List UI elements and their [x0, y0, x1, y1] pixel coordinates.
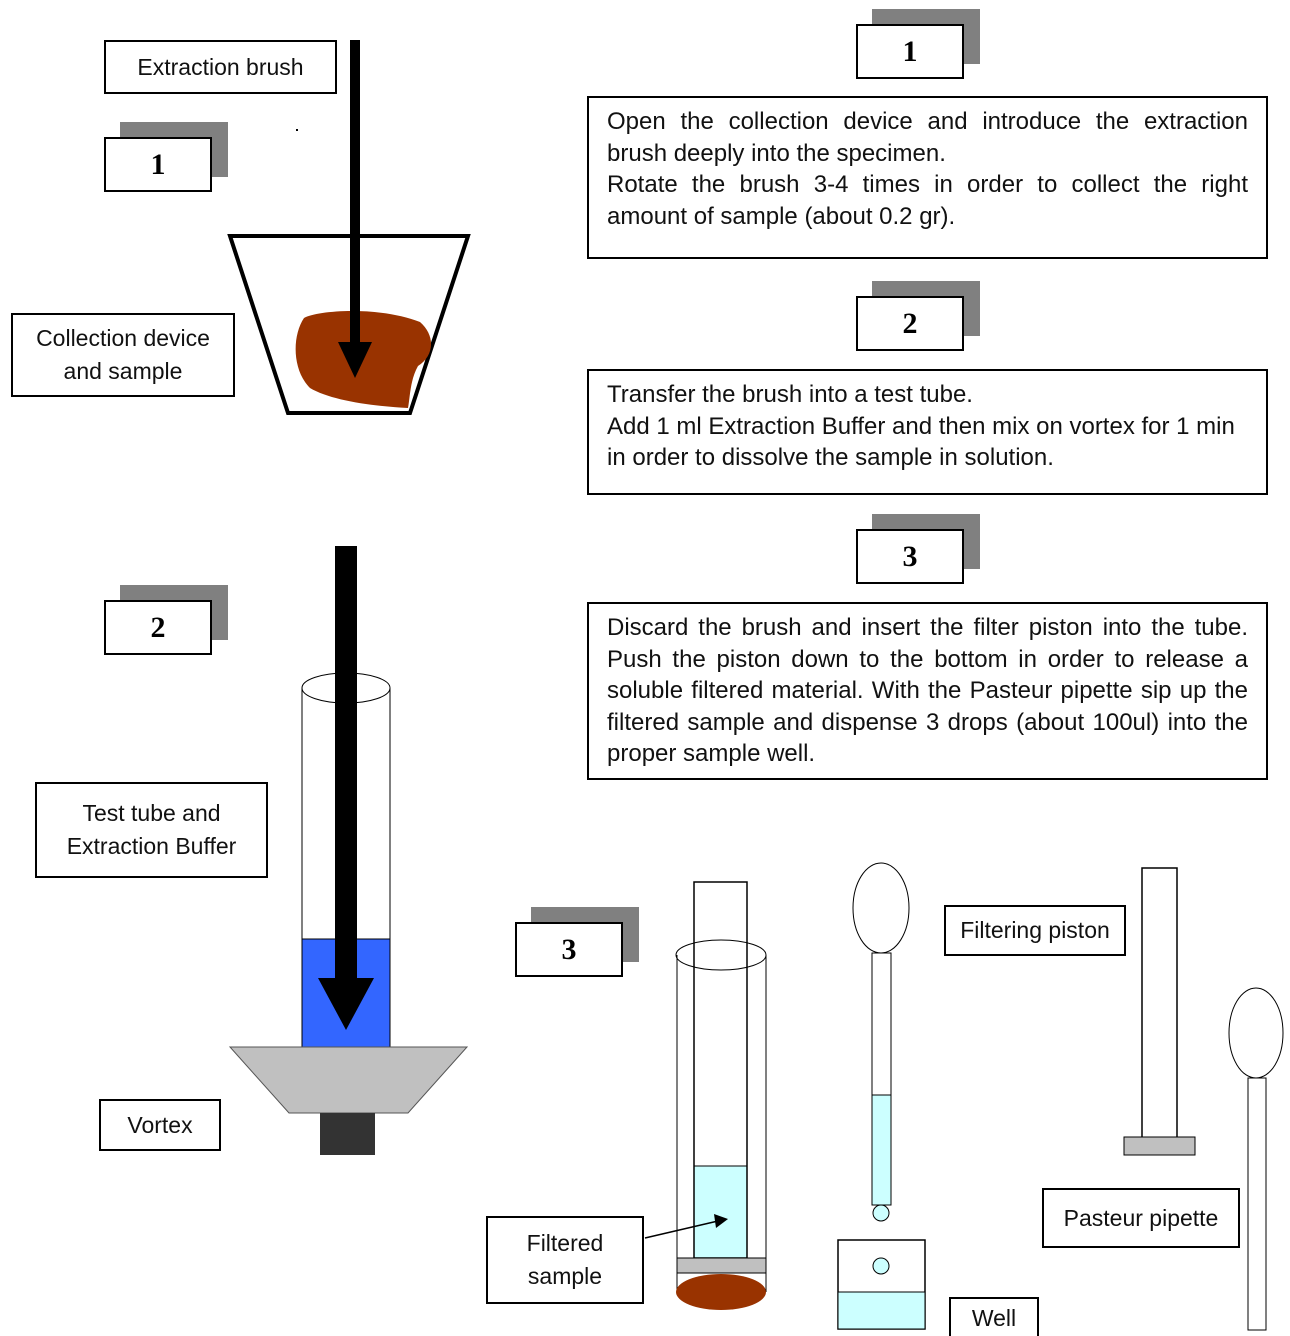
stray-dot: [296, 129, 298, 131]
label-vortex: Vortex: [99, 1099, 221, 1151]
step-3-number: 3: [856, 529, 964, 584]
step-1-badge-right: 1: [856, 9, 980, 79]
instruction-box-step-1: Open the collection device and introduce…: [587, 96, 1268, 259]
label-filtered-sample: Filtered sample: [486, 1216, 644, 1304]
pipette-filtered-sample: [871, 1094, 892, 1206]
step-3-badge-right: 3: [856, 514, 980, 584]
step-2-badge-left: 2: [104, 585, 228, 655]
label-well: Well: [949, 1297, 1039, 1336]
step-3-number: 3: [515, 922, 623, 977]
step-2-badge-right: 2: [856, 281, 980, 351]
pipette-bulb: [852, 862, 910, 954]
filtered-sample-pointer-head: [714, 1214, 728, 1228]
well-liquid: [837, 1291, 926, 1330]
well-drop: [872, 1257, 890, 1275]
step-2-paragraph-2: Add 1 ml Extraction Buffer and then mix …: [607, 412, 1235, 472]
brush-arrow-shaft: [335, 546, 357, 980]
step-1-number: 1: [856, 24, 964, 79]
pasteur-pipette-bulb: [1228, 987, 1284, 1079]
filtering-piston-plate: [1123, 1136, 1196, 1156]
extraction-brush-shaft: [350, 40, 360, 342]
label-test-tube: Test tube and Extraction Buffer: [35, 782, 268, 878]
instruction-box-step-3: Discard the brush and insert the filter …: [587, 602, 1268, 780]
vortex-platform: [228, 1046, 469, 1114]
filtered-sample-liquid: [693, 1165, 748, 1259]
step-3-paragraph-1: Discard the brush and insert the filter …: [607, 614, 1248, 767]
step-2-number: 2: [856, 296, 964, 351]
step-1-paragraph-1: Open the collection device and introduce…: [607, 108, 1248, 167]
step-2-number: 2: [104, 600, 212, 655]
falling-drop: [872, 1204, 890, 1222]
brush-arrowhead: [318, 978, 374, 1030]
tube-bottom-sample: [676, 1274, 766, 1310]
step-2-paragraph-1: Transfer the brush into a test tube.: [607, 381, 973, 408]
label-pasteur-pipette: Pasteur pipette: [1042, 1188, 1240, 1248]
filtering-piston-rod: [1141, 867, 1178, 1139]
step-1-paragraph-2: Rotate the brush 3-4 times in order to c…: [607, 171, 1248, 230]
label-collection-device: Collection device and sample: [11, 313, 235, 397]
piston-filter-plate: [676, 1257, 767, 1274]
instruction-box-step-2: Transfer the brush into a test tube. Add…: [587, 369, 1268, 495]
step-1-number: 1: [104, 137, 212, 192]
label-extraction-brush: Extraction brush: [104, 40, 337, 94]
step-3-badge-left: 3: [515, 907, 639, 977]
filtered-sample-pointer: [644, 1220, 719, 1239]
outer-tube-mouth: [675, 939, 767, 971]
vortex-base: [320, 1113, 375, 1155]
extraction-brush-arrowhead: [338, 342, 372, 378]
step-1-badge-left: 1: [104, 122, 228, 192]
pasteur-pipette-stem: [1247, 1077, 1267, 1331]
label-filtering-piston: Filtering piston: [944, 905, 1126, 956]
